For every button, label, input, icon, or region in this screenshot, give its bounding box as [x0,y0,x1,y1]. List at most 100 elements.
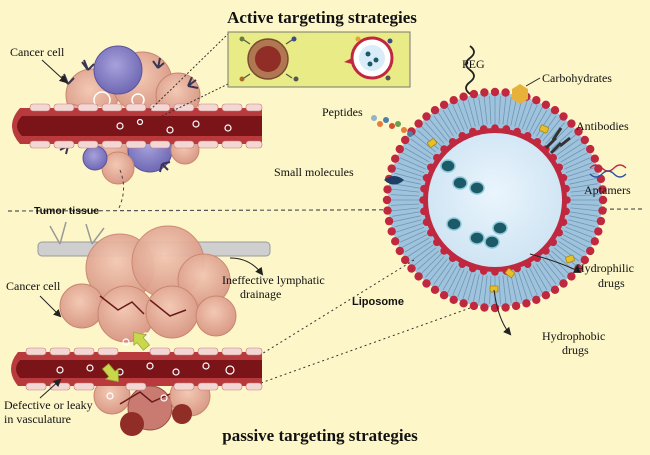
lipid-head [532,295,541,304]
lipid-head [383,206,392,215]
lipid-tail [570,207,599,212]
hydrophobic-label-line2: drugs [562,343,589,357]
lipid-head [541,100,551,110]
lipid-head [449,96,458,105]
lipid-head [532,96,541,105]
lipid-head [580,135,589,145]
lipid-tail [407,143,432,159]
lipid-head [511,301,521,311]
leaky-vasculature-arrows [101,331,151,383]
lipid-head [549,238,557,247]
lipid-head [580,255,589,265]
lipid-tail [562,234,588,248]
lipid-tail [395,223,423,233]
lipid-head [391,237,400,246]
lipid-tail [397,226,425,238]
lipid-head [427,228,435,237]
lipid-tail [478,97,484,125]
lipid-tail [553,247,577,266]
lipid-head [427,163,435,172]
inner-lipid-heads [419,124,571,276]
lipid-tail [568,219,596,228]
lipid-head [414,272,423,281]
lipid-tail [542,118,561,142]
lipid-tail [410,138,434,156]
lipid-head [458,132,467,140]
lipid-head [469,127,477,136]
lipid-tail [518,272,528,300]
lipid-head [590,237,599,246]
lipid-tail [438,112,454,137]
peptides-label: Peptides [322,105,363,119]
lipid-head [383,185,392,194]
section-divider [7,208,646,212]
lipid-tail [429,258,448,282]
lipid-tail [394,172,422,181]
lipid-head [440,247,448,255]
lipid-head [439,291,449,300]
lipid-head [384,216,394,226]
lipid-head [559,218,568,226]
lipid-tail [567,167,595,177]
liposome-link-lines [251,259,471,385]
lipid-tail [570,183,598,189]
vasculature-label-line2: in vasculature [4,412,71,426]
lipid-tail [473,274,480,302]
lipid-head [490,87,500,97]
lipid-tail [402,234,428,248]
lipid-head [574,127,583,136]
lipid-head [395,246,404,256]
lipid-tail [556,244,580,262]
tumor-tissue-connector [117,169,124,211]
lipid-tail [569,215,597,222]
lipid-head [422,174,431,182]
lipid-tail [529,107,543,133]
lipid-tail [402,152,428,166]
lipid-head [598,185,607,194]
lipid-head [559,112,568,121]
hydrophobic-drug-molecules [426,124,575,293]
liposome-schematic [382,87,608,313]
lipid-head [382,195,392,205]
peptide-chain [371,115,413,137]
lipid-head [420,207,428,216]
lipid-head [440,145,448,153]
lipid-tail [421,253,442,274]
lipid-tail [545,122,565,144]
hydrophobic-leader [493,289,512,336]
lipid-head [523,260,532,269]
lipid-head [469,264,477,273]
lipid-tail [478,275,484,303]
lipid-head [567,272,576,281]
lipid-head [596,174,606,184]
vasculature-label-line1: Defective or leaky [4,398,93,412]
lipid-tail [413,247,437,266]
lipid-tail [391,188,420,193]
lipid-tail [391,203,420,206]
lipid-tail [425,122,445,144]
lipid-head [449,295,458,304]
lipid-tail [392,211,420,217]
lipid-head [480,303,489,312]
lipid-tail [483,275,488,304]
lipid-head [469,301,479,311]
lipid-head [522,299,531,308]
lipid-tail [433,115,451,139]
cancer-cell-top-arrow [41,59,68,84]
lipid-tail [442,109,458,135]
lipid-tail [521,270,533,298]
lipid-head [549,153,557,162]
lipid-tail [399,157,426,170]
lipid-head [433,153,441,162]
lipid-tail [489,96,492,125]
lipid-head [550,285,560,294]
lipid-tail [548,253,569,274]
lipid-tail [394,219,422,228]
active-targeting-inset [227,31,411,88]
lipid-tail [532,265,548,291]
lipid-tail [462,272,472,300]
lipid-tail [438,263,454,288]
lipid-head [513,127,521,136]
lipid-head [596,216,606,226]
lipid-head [430,285,440,294]
